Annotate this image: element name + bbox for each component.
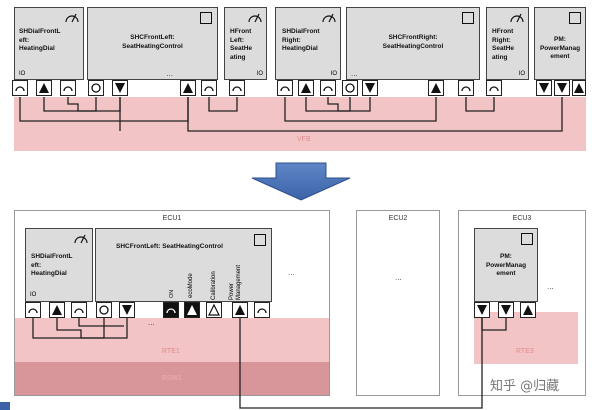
swc-shdialfrontright[interactable]: SHDialFront Right: HeatingDial IO <box>275 7 341 80</box>
rte3-band <box>474 312 578 364</box>
rte1-label: RTE1 <box>162 348 180 355</box>
swc-hfrontright[interactable]: HFront Right: SeatHe ating IO <box>486 7 529 80</box>
swc-title: HFront Right: SeatHe ating <box>492 28 515 61</box>
port-ecu1-dial-3[interactable] <box>71 302 87 318</box>
port-client-c5[interactable] <box>458 80 474 96</box>
port-client-c2[interactable] <box>201 80 217 96</box>
port-label-power-management: Power Management <box>229 264 242 300</box>
port-ecu1-power-management[interactable] <box>232 302 248 318</box>
ellipsis: ... <box>547 282 554 291</box>
ellipsis: ... <box>395 273 402 282</box>
io-label: IO <box>30 292 37 298</box>
watermark: 知乎 @归藏 <box>490 379 560 394</box>
swc-ecu1-control[interactable]: SHCFrontLeft: SeatHeatingControl <box>95 228 272 302</box>
port-sender-c2[interactable] <box>88 80 104 96</box>
port-sender-c4[interactable] <box>277 80 293 96</box>
io-label: IO <box>256 71 263 77</box>
swc-title: PM: PowerManag ement <box>485 253 527 277</box>
swc-title: SHCFrontLeft: SeatHeatingControl <box>122 34 183 50</box>
port-out-c2[interactable] <box>180 80 196 96</box>
square-icon <box>200 12 212 24</box>
ecu2[interactable]: ECU2 ... <box>356 210 440 396</box>
swc-shcfrontleft[interactable]: SHCFrontLeft: SeatHeatingControl ... <box>87 7 218 80</box>
square-icon <box>462 12 474 24</box>
dial-icon <box>74 232 88 244</box>
swc-title: SHDialFrontL eft: HeatingDial <box>31 253 73 277</box>
dial-icon <box>510 11 524 23</box>
port-sender-c5[interactable] <box>342 80 358 96</box>
port-ecu1-ctrl-2[interactable] <box>119 302 135 318</box>
square-icon <box>569 12 581 24</box>
port-ecu1-on[interactable] <box>163 302 179 318</box>
swc-title: HFront Left: SeatHe ating <box>230 28 253 61</box>
port-out2-c7[interactable] <box>554 80 570 96</box>
io-label: IO <box>330 71 337 77</box>
vfb-label: VFB <box>297 136 311 143</box>
swc-ecu3-pm[interactable]: PM: PowerManag ement <box>474 228 538 302</box>
port-label-calibration: Calibration <box>211 271 217 300</box>
port-ecu3-pm-1[interactable] <box>474 302 490 318</box>
swc-powermanagement[interactable]: PM: PowerManag ement <box>534 7 586 80</box>
top-connectors <box>19 97 563 132</box>
ecu-label: ECU2 <box>388 215 408 222</box>
vfb-band <box>14 97 586 151</box>
port-ecu1-ecomode[interactable] <box>184 302 200 318</box>
swc-title: SHCFrontRight: SeatHeatingControl <box>382 34 444 50</box>
ellipsis: ... <box>351 69 358 78</box>
port-client-c4[interactable] <box>320 80 336 96</box>
ellipsis: ... <box>288 268 295 277</box>
port-out3-c7[interactable] <box>572 80 586 96</box>
swc-title: SHDialFrontL eft: HeatingDial <box>19 28 61 52</box>
swc-shcfrontright[interactable]: SHCFrontRight: SeatHeatingControl ... <box>346 7 480 80</box>
rte1-band <box>15 318 329 362</box>
port-ecu3-pm-2[interactable] <box>498 302 514 318</box>
port-out-c5[interactable] <box>428 80 444 96</box>
port-ecu1-calibration[interactable] <box>206 302 222 318</box>
port-ecu1-dial-1[interactable] <box>25 302 41 318</box>
ecu-label: ECU3 <box>512 215 532 222</box>
swc-title: PM: PowerManag ement <box>539 36 581 60</box>
bsw1-label: BSW1 <box>162 375 182 382</box>
port-receiver-c4[interactable] <box>298 80 314 96</box>
port-ecu3-pm-3[interactable] <box>520 302 536 318</box>
io-label: IO <box>518 71 525 77</box>
port-receiver-c5[interactable] <box>362 80 378 96</box>
ellipsis: ... <box>148 318 155 327</box>
edge-marker <box>0 402 10 410</box>
io-label: IO <box>19 71 26 77</box>
ecu-label: ECU1 <box>162 215 182 222</box>
port-label-ecomode: ecoMode <box>188 273 194 298</box>
port-ecu1-ctrl-client[interactable] <box>254 302 270 318</box>
dial-icon <box>248 11 262 23</box>
port-in-c3[interactable] <box>229 80 245 96</box>
square-icon <box>254 234 266 246</box>
swc-hfrontleft[interactable]: HFront Left: SeatHe ating IO <box>224 7 267 80</box>
port-label-on: ON <box>169 289 175 298</box>
swc-title: SHCFrontLeft: SeatHeatingControl <box>116 243 223 250</box>
port-client-c1[interactable] <box>60 80 76 96</box>
swc-ecu1-dial[interactable]: SHDialFrontL eft: HeatingDial IO <box>25 228 93 302</box>
port-ecu1-ctrl-1[interactable] <box>96 302 112 318</box>
swc-shdialfrontleft[interactable]: SHDialFrontL eft: HeatingDial IO <box>14 7 84 80</box>
port-ecu1-dial-2[interactable] <box>49 302 65 318</box>
ellipsis: ... <box>166 69 173 78</box>
port-receiver-c1[interactable] <box>36 80 52 96</box>
port-out1-c7[interactable] <box>536 80 552 96</box>
port-sender-c1[interactable] <box>12 80 28 96</box>
rte3-label: RTE3 <box>516 348 534 355</box>
port-receiver-c2[interactable] <box>112 80 128 96</box>
square-icon <box>521 233 533 245</box>
swc-title: SHDialFront Right: HeatingDial <box>282 28 320 52</box>
dial-icon <box>65 11 79 23</box>
dial-icon <box>322 11 336 23</box>
port-in-c6[interactable] <box>486 80 502 96</box>
